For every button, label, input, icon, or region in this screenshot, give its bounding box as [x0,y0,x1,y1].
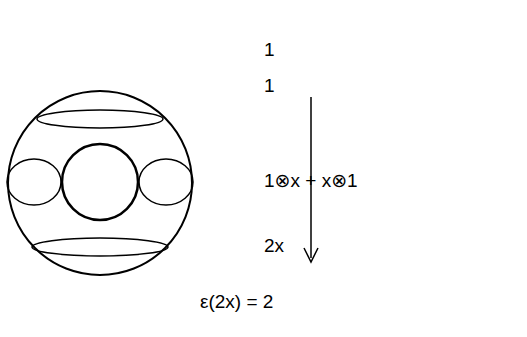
level-label: ε(2x) = 2 [200,292,273,313]
right-cross-section [139,159,193,205]
arrow-head [304,248,318,262]
bottom-cross-section [32,238,168,256]
inner-circle [62,144,138,220]
level-label: 2x [264,236,284,257]
level-label: 1 [264,76,275,97]
top-cross-section [37,110,163,128]
sphere-outline [8,91,192,275]
left-cross-section [7,159,61,205]
level-label: 1 [264,40,275,61]
level-label: 1⊗x + x⊗1 [264,171,358,192]
